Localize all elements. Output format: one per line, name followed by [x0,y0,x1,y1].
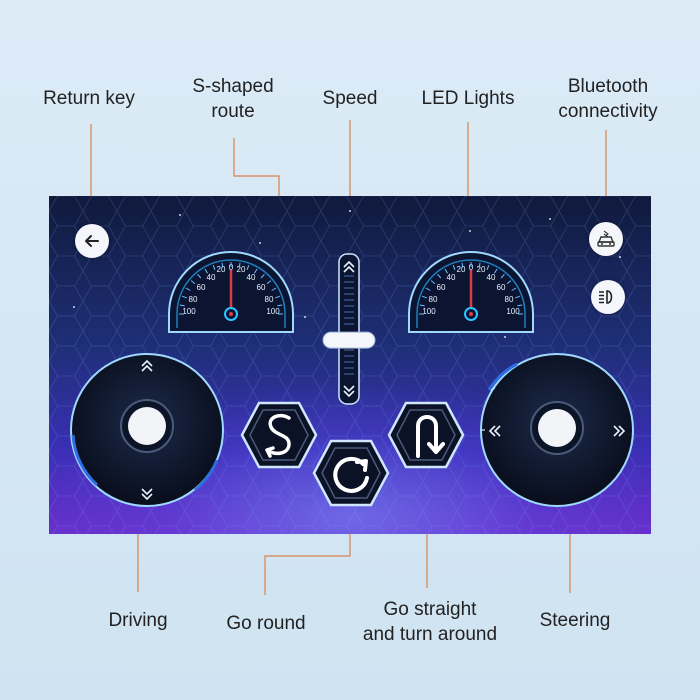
gauge-tick-mark [274,295,281,299]
callout-bluetooth: Bluetooth connectivity [558,76,658,122]
gauge-tick-label: 60 [197,283,206,292]
headlight-icon [599,290,613,304]
bluetooth-button[interactable] [589,222,623,256]
gauge-tick-mark [461,262,464,268]
gauge-tick-mark [212,264,216,271]
gauge-tick-mark [190,280,196,285]
gauge-tick-label: 60 [497,283,506,292]
gauge-tick-label: 100 [506,307,520,316]
gauge-tick-mark [478,262,481,268]
gauge-tick-mark [444,268,448,274]
speed-slider-thumb[interactable] [322,331,376,349]
driving-joystick[interactable] [67,350,227,510]
s-route-icon [265,413,291,458]
gauge-tick-label: 60 [257,283,266,292]
gauge-tick-label: 40 [207,273,216,282]
callout-steering: Steering [539,610,611,631]
gauge-tick-label: 60 [437,283,446,292]
u-turn-icon [416,415,445,458]
led-lights-button[interactable] [591,280,625,314]
gauge-tick-mark [419,304,425,307]
gauge-tick-mark [238,262,241,268]
gauge-tick-label: 40 [247,273,256,282]
gauge-tick-mark [514,295,521,299]
gauge-tick-mark [511,287,517,291]
gauge-tick-mark [506,280,512,285]
steering-joystick[interactable] [477,350,637,510]
gauge-tick-mark [260,273,265,279]
gauge-tick-label: 100 [182,307,196,316]
gauge-tick-mark [185,287,191,291]
gauge-tick-label: 100 [266,307,280,316]
gauge-tick-mark [437,273,442,279]
callout-s-shaped-route: S-shaped route [192,76,274,122]
callout-go-round: Go round [226,613,306,634]
gauge-tick-mark [425,287,431,291]
gauge-tick-label: 80 [429,295,438,304]
gauge-tick-mark [181,295,188,299]
arrow-left-icon [85,235,99,247]
gauge-tick-label: 40 [447,273,456,282]
gauge-tick-label: 20 [477,265,486,274]
callout-speed: Speed [322,88,378,109]
gauge-tick-mark [517,304,523,307]
gauge-tick-mark [221,262,224,268]
callout-return-key: Return key [43,88,135,109]
gauge-tick-mark [494,268,498,274]
u-turn-button[interactable] [386,400,466,470]
gauge-tick-label: 80 [505,295,514,304]
gauge-tick-mark [254,268,258,274]
gauge-tick-label: 0 [469,263,474,272]
gauge-tick-mark [246,264,250,271]
rotate-icon [333,456,369,493]
return-button[interactable] [75,224,109,258]
gauge-tick-mark [452,264,456,271]
gauge-tick-label: 80 [265,295,274,304]
s-route-button[interactable] [239,400,319,470]
gauge-tick-label: 80 [189,295,198,304]
gauge-tick-mark [430,280,436,285]
gauge-tick-label: 40 [487,273,496,282]
gauge-tick-label: 20 [217,265,226,274]
gauge-tick-mark [197,273,202,279]
gauge-tick-label: 20 [457,265,466,274]
gauge-tick-mark [486,264,490,271]
gauge-tick-label: 100 [422,307,436,316]
speed-slider[interactable] [319,252,379,408]
gauge-tick-mark [277,304,283,307]
go-round-button[interactable] [311,438,391,508]
gauge-tick-mark [204,268,208,274]
callout-driving: Driving [108,610,168,631]
gauge-tick-mark [421,295,428,299]
gauge-tick-label: 0 [229,263,234,272]
bluetooth-car-icon [597,230,615,247]
gauge-tick-label: 20 [237,265,246,274]
gauge-tick-mark [179,304,185,307]
gauge-tick-mark [271,287,277,291]
callout-led-lights: LED Lights [421,88,515,109]
gauge-tick-mark [500,273,505,279]
callout-go-straight: Go straight and turn around [362,599,498,645]
gauge-tick-mark [266,280,272,285]
